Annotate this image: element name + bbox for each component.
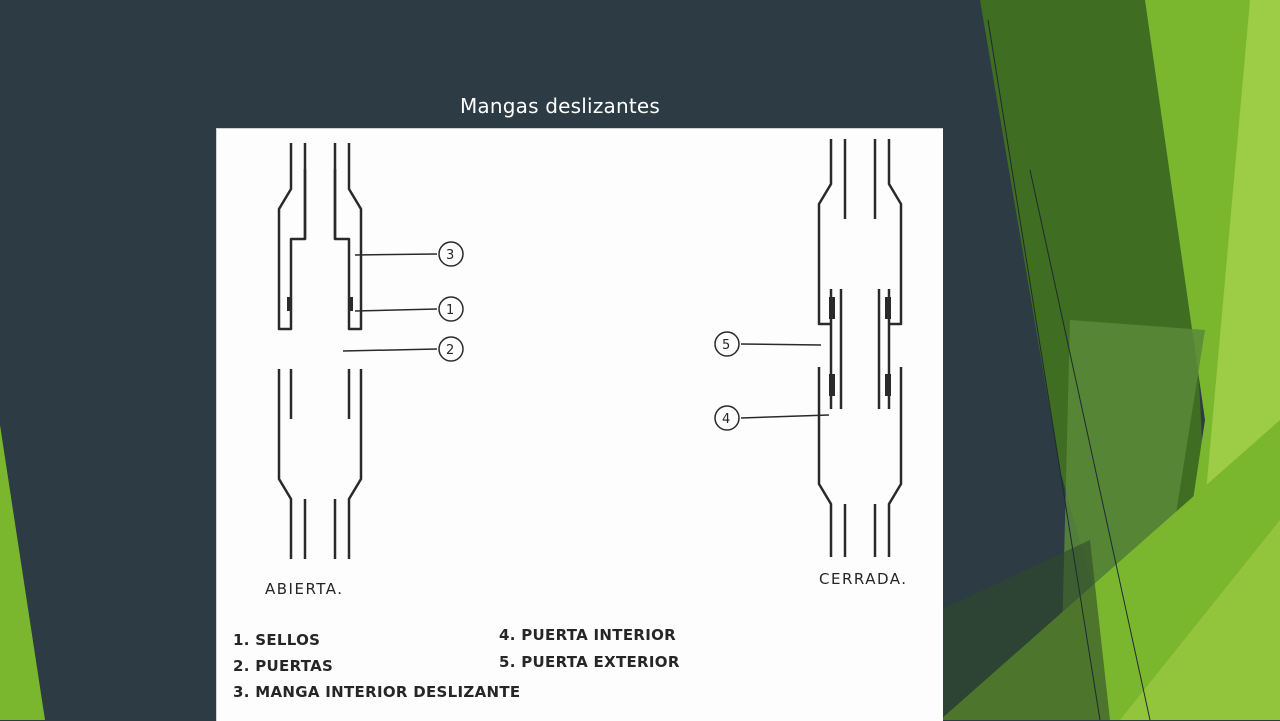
bottom-light-wedge: [1120, 520, 1280, 720]
closed-bore: [843, 139, 877, 557]
callout-2: 2: [446, 343, 454, 358]
callout-5: 5: [722, 338, 730, 353]
legend-item-1: 1. SELLOS: [233, 631, 320, 649]
sliding-sleeve-diagram: 3 1 2 5 4 ABIERTA. CERRADA. 1. SELLOS 2.…: [216, 128, 943, 721]
thin-line-1: [987, 19, 1101, 720]
diagram-drawing: 3 1 2 5 4 ABIERTA. CERRADA. 1. SELLOS 2.…: [233, 139, 908, 701]
callout-1: 1: [446, 303, 454, 318]
state-label-open: ABIERTA.: [265, 580, 344, 598]
open-lower-bore: [303, 499, 337, 559]
slide-title: Mangas deslizantes: [459, 94, 661, 118]
state-label-closed: CERRADA.: [819, 570, 908, 588]
lower-dark-wedge: [940, 540, 1110, 720]
legend-item-4: 4. PUERTA INTERIOR: [499, 626, 676, 644]
left-green-sliver: [0, 425, 45, 720]
thin-line-2: [1029, 169, 1151, 720]
callout-circles: [438, 241, 740, 431]
seal-blocks: [287, 297, 891, 396]
open-upper-bore: [303, 143, 337, 239]
callout-4: 4: [722, 412, 730, 427]
open-lower-body: [277, 369, 363, 559]
legend-item-2: 2. PUERTAS: [233, 657, 333, 675]
callout-3: 3: [446, 248, 454, 263]
legend-item-5: 5. PUERTA EXTERIOR: [499, 653, 680, 671]
leader-lines: [342, 253, 830, 419]
closed-body: [817, 139, 903, 557]
open-upper-body: [277, 143, 363, 331]
closed-sleeve: [829, 289, 891, 409]
legend-item-3: 3. MANGA INTERIOR DESLIZANTE: [233, 683, 520, 701]
